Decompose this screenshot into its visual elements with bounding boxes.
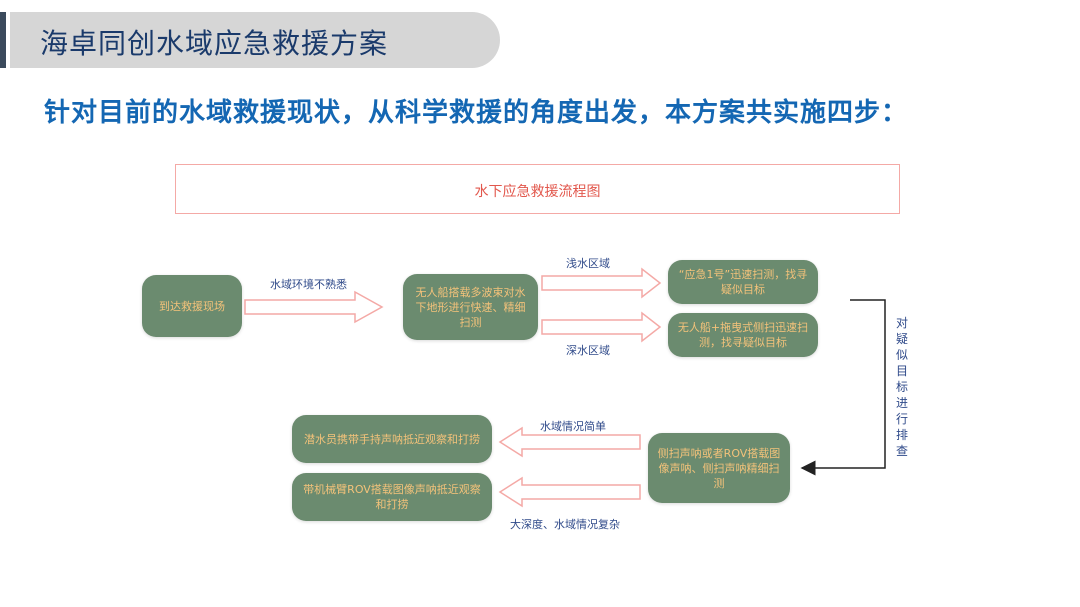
diagram-title-box: 水下应急救援流程图 — [175, 164, 900, 214]
header-pill — [10, 12, 500, 68]
subtitle: 针对目前的水域救援现状，从科学救援的角度出发，本方案共实施四步： — [44, 98, 909, 128]
node-usv: 无人船搭载多波束对水下地形进行快速、精细扫测 — [403, 274, 538, 340]
arrow-sonar-diver — [498, 426, 641, 458]
arrow-sonar-rov — [498, 476, 641, 508]
header-bar: 海卓同创水域应急救援方案 — [0, 12, 500, 68]
node-diver: 潜水员携带手持声呐抵近观察和打捞 — [292, 415, 492, 463]
diagram-title: 水下应急救援流程图 — [474, 184, 601, 200]
label-investigate: 对疑似目标进行排查 — [895, 316, 908, 458]
page-title: 海卓同创水域应急救援方案 — [40, 27, 389, 60]
label-deep-area: 深水区域 — [566, 344, 610, 357]
arrow-investigate — [800, 299, 886, 476]
node-arrive: 到达救援现场 — [142, 275, 242, 337]
flowchart: 水下应急救援流程图 到达救援现场 无人船搭载多波束对水下地形进行快速、精细扫测 … — [130, 150, 950, 590]
arrow-usv-deep — [541, 311, 662, 343]
node-sonar: 侧扫声呐或者ROV搭载图像声呐、侧扫声呐精细扫测 — [648, 433, 790, 503]
label-shallow-area: 浅水区域 — [566, 257, 610, 270]
label-simple: 水域情况简单 — [540, 420, 606, 433]
arrow-arrive-usv — [244, 290, 384, 324]
label-complex: 大深度、水域情况复杂 — [510, 518, 620, 531]
node-shallow: “应急1号”迅速扫测，找寻疑似目标 — [668, 260, 818, 304]
node-rov: 带机械臂ROV搭载图像声呐抵近观察和打捞 — [292, 473, 492, 521]
arrow-usv-shallow — [541, 267, 662, 299]
node-deep: 无人船+拖曳式侧扫迅速扫测，找寻疑似目标 — [668, 313, 818, 357]
label-unfamiliar: 水域环境不熟悉 — [270, 278, 347, 291]
header-accent — [0, 12, 6, 68]
flow-arrows — [244, 267, 886, 508]
